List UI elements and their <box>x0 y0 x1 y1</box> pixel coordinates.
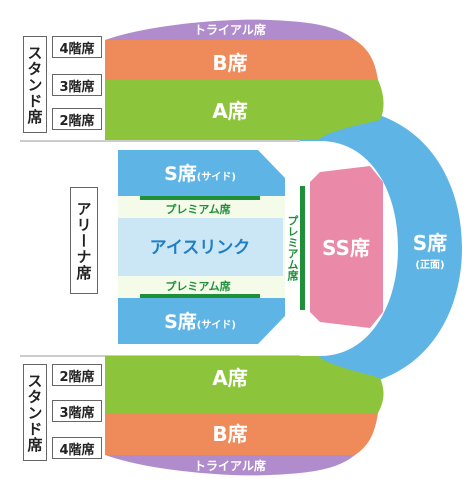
ss-section[interactable] <box>310 166 383 328</box>
arena-label: アリーナ席 <box>70 187 98 294</box>
floor4-label-bottom: 4階席 <box>52 437 102 459</box>
s-front-label: S席 <box>413 231 447 255</box>
trial-section-top[interactable] <box>105 19 355 40</box>
premium-bar-bottom <box>140 294 260 298</box>
premium-label-bottom: プレミアム席 <box>165 279 230 293</box>
a-section-bottom[interactable] <box>105 356 384 413</box>
b-label-top: B席 <box>212 51 247 75</box>
rink-label: アイスリンク <box>150 238 251 258</box>
premium-label-vertical: プレミアム席 <box>286 215 299 281</box>
s-side-section-bottom[interactable] <box>118 298 285 344</box>
floor4-label-top: 4階席 <box>52 36 102 58</box>
stand-label-bottom: スタンド席 <box>23 364 47 461</box>
ss-label: SS席 <box>322 236 370 260</box>
premium-bar-vertical <box>300 186 305 310</box>
trial-section-bottom[interactable] <box>105 455 355 476</box>
trial-label-bottom: トライアル席 <box>194 458 266 473</box>
s-front-sublabel: (正面) <box>415 259 444 271</box>
a-label-bottom: A席 <box>212 366 247 390</box>
b-label-bottom: B席 <box>212 422 247 446</box>
ice-rink <box>118 218 283 276</box>
s-front-section[interactable] <box>300 107 462 388</box>
s-side-label-bottom: S席(サイド) <box>164 310 236 333</box>
a-section-top[interactable] <box>105 80 384 140</box>
s-side-section-top[interactable] <box>118 150 285 196</box>
a-label-top: A席 <box>212 99 247 123</box>
floor2-label-bottom: 2階席 <box>52 364 102 386</box>
floor3-label-bottom: 3階席 <box>52 400 102 422</box>
b-section-top[interactable] <box>105 40 378 80</box>
floor2-label-top: 2階席 <box>52 108 102 130</box>
premium-bar-top <box>140 196 260 200</box>
stand-label-top: スタンド席 <box>23 36 47 133</box>
floor3-label-top: 3階席 <box>52 74 102 96</box>
b-section-bottom[interactable] <box>105 413 378 455</box>
premium-label-top: プレミアム席 <box>165 202 230 216</box>
trial-label-top: トライアル席 <box>194 22 266 37</box>
s-side-label-top: S席(サイド) <box>164 162 236 185</box>
